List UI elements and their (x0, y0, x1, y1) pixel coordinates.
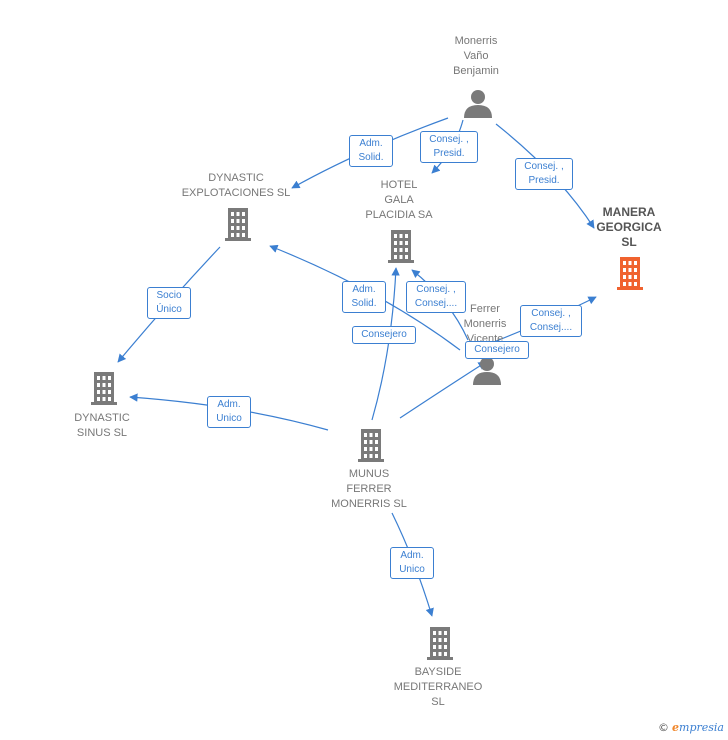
node-label-dynastic-explotaciones: DYNASTIC EXPLOTACIONES SL (181, 172, 291, 199)
building-icon[interactable] (355, 427, 387, 463)
relation-label[interactable]: Consejero (465, 341, 529, 359)
relation-label[interactable]: Consej. , Consej.... (520, 305, 582, 337)
brand-footer: ©empresia (658, 721, 724, 734)
copyright-symbol: © (658, 721, 670, 734)
person-icon[interactable] (471, 355, 503, 387)
relation-label[interactable]: Consej. , Consej.... (406, 281, 466, 313)
relation-label[interactable]: Adm. Solid. (342, 281, 386, 313)
node-label-hotel-gala: HOTEL GALA PLACIDIA SA (365, 179, 433, 221)
building-icon-main[interactable] (614, 255, 646, 291)
relation-label[interactable]: Socio Único (147, 287, 191, 319)
node-label-munus-ferrer: MUNUS FERRER MONERRIS SL (331, 468, 407, 510)
node-label-manera-georgica: MANERA GEORGICA SL (596, 205, 662, 249)
building-icon[interactable] (424, 625, 456, 661)
relation-label[interactable]: Consej. , Presid. (515, 158, 573, 190)
brand-logo-text: mpresia (679, 721, 724, 734)
node-label-bayside: BAYSIDE MEDITERRANEO SL (393, 666, 483, 708)
node-label-monerris-vano: Monerris Vaño Benjamin (453, 35, 499, 77)
relation-label[interactable]: Adm. Unico (390, 547, 434, 579)
building-icon[interactable] (385, 228, 417, 264)
edge-munus-to-ferrer (399, 361, 487, 419)
edge-munus-to-hotel-gala (371, 267, 400, 421)
relation-label[interactable]: Adm. Unico (207, 396, 251, 428)
brand-logo-initial: e (672, 721, 680, 734)
person-icon[interactable] (462, 88, 494, 120)
relation-label[interactable]: Consej. , Presid. (420, 131, 478, 163)
building-icon[interactable] (222, 206, 254, 242)
relation-label[interactable]: Adm. Solid. (349, 135, 393, 167)
building-icon[interactable] (88, 370, 120, 406)
node-label-dynastic-sinus: DYNASTIC SINUS SL (74, 412, 130, 439)
relation-label[interactable]: Consejero (352, 326, 416, 344)
